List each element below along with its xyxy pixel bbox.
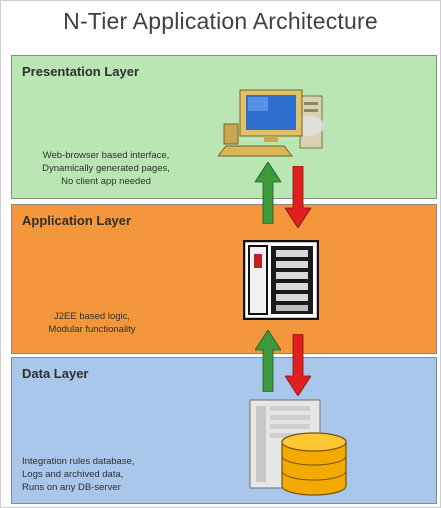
presentation-desc-line: Dynamically generated pages, bbox=[42, 163, 170, 174]
up-arrow-icon bbox=[255, 330, 281, 392]
data-layer-title: Data Layer bbox=[22, 366, 89, 381]
presentation-desc-line: Web-browser based interface, bbox=[42, 150, 170, 161]
data-desc-line: Integration rules database, bbox=[22, 456, 135, 467]
application-layer: Application Layer J2EE based logic, Modu… bbox=[11, 204, 437, 354]
presentation-layer-description: Web-browser based interface, Dynamically… bbox=[18, 149, 194, 188]
presentation-desc-line: No client app needed bbox=[61, 176, 151, 187]
up-arrow-icon bbox=[255, 162, 281, 224]
application-layer-title: Application Layer bbox=[22, 213, 132, 228]
down-arrow-icon bbox=[285, 166, 311, 228]
application-desc-line: J2EE based logic, bbox=[53, 311, 131, 322]
presentation-layer-title: Presentation Layer bbox=[22, 64, 140, 79]
data-layer-description: Integration rules database, Logs and arc… bbox=[22, 455, 202, 494]
computer-icon bbox=[218, 89, 324, 157]
data-desc-line: Logs and archived data, bbox=[22, 469, 124, 480]
application-layer-description: J2EE based logic, Modular functionality bbox=[20, 310, 164, 336]
diagram-title: N-Tier Application Architecture bbox=[63, 8, 378, 34]
application-desc-line: Modular functionality bbox=[48, 324, 136, 335]
database-icon bbox=[249, 399, 347, 496]
data-layer: Data Layer Integration rules database, L… bbox=[11, 357, 437, 504]
presentation-layer: Presentation Layer Web-browser based int… bbox=[11, 55, 437, 199]
data-desc-line: Runs on any DB-server bbox=[22, 482, 121, 493]
down-arrow-icon bbox=[285, 334, 311, 396]
server-icon bbox=[243, 240, 319, 320]
